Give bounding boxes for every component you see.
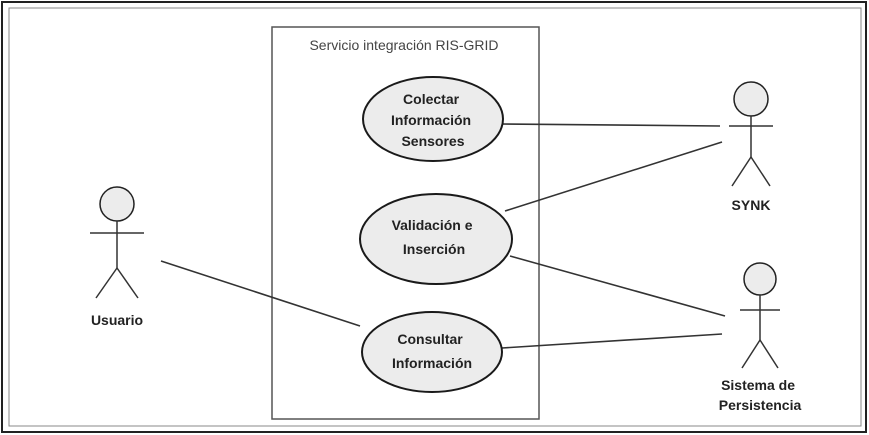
actor-synk-right-leg (750, 156, 771, 187)
use-case-colectar-line-2: Información (391, 112, 471, 128)
use-case-validacion-line-1: Validación e (392, 217, 473, 233)
diagram-inner-frame (8, 7, 862, 427)
use-case-consultar-label: Consultar Información (392, 331, 472, 371)
use-case-colectar-label: Colectar Información Sensores (391, 91, 475, 149)
actor-usuario-head (99, 186, 135, 222)
use-case-colectar-ellipse (362, 76, 504, 162)
actor-usuario-right-leg (116, 267, 139, 299)
actor-synk-head (733, 81, 769, 117)
use-case-colectar-line-3: Sensores (401, 133, 464, 149)
use-case-colectar-line-1: Colectar (403, 91, 460, 107)
actor-persistencia-label: Sistema de Persistencia (719, 377, 802, 413)
association-persistencia-validacion (509, 255, 726, 317)
actor-synk-left-leg (731, 156, 752, 187)
actor-persistencia[interactable]: Sistema de Persistencia (719, 262, 802, 413)
actor-synk[interactable]: SYNK (729, 81, 773, 213)
use-case-consultar[interactable]: Consultar Información (361, 311, 503, 393)
use-case-consultar-line-1: Consultar (397, 331, 463, 347)
system-boundary-title: Servicio integración RIS-GRID (309, 37, 498, 53)
association-synk-validacion (504, 141, 723, 212)
actor-persistencia-label-line-1: Sistema de (721, 377, 795, 393)
actor-persistencia-left-leg (741, 339, 761, 369)
use-case-validacion-line-2: Inserción (403, 241, 465, 257)
use-case-consultar-ellipse (361, 311, 503, 393)
association-usuario-consultar (160, 260, 361, 327)
associations (160, 123, 726, 349)
actor-persistencia-label-line-2: Persistencia (719, 397, 802, 413)
use-case-consultar-line-2: Información (392, 355, 472, 371)
actor-usuario-label-line-1: Usuario (91, 312, 143, 328)
actor-synk-label: SYNK (732, 197, 771, 213)
use-case-validacion-ellipse (359, 193, 513, 285)
association-persistencia-consultar (501, 333, 723, 349)
actor-persistencia-right-leg (759, 339, 779, 369)
actor-synk-label-line-1: SYNK (732, 197, 771, 213)
use-case-validacion[interactable]: Validación e Inserción (359, 193, 513, 285)
use-case-colectar[interactable]: Colectar Información Sensores (362, 76, 504, 162)
association-synk-colectar (499, 123, 721, 127)
actor-persistencia-head (743, 262, 777, 296)
actor-usuario[interactable]: Usuario (90, 186, 144, 328)
actor-usuario-left-leg (95, 267, 118, 299)
use-case-validacion-label: Validación e Inserción (392, 217, 477, 257)
actor-usuario-label: Usuario (91, 312, 143, 328)
